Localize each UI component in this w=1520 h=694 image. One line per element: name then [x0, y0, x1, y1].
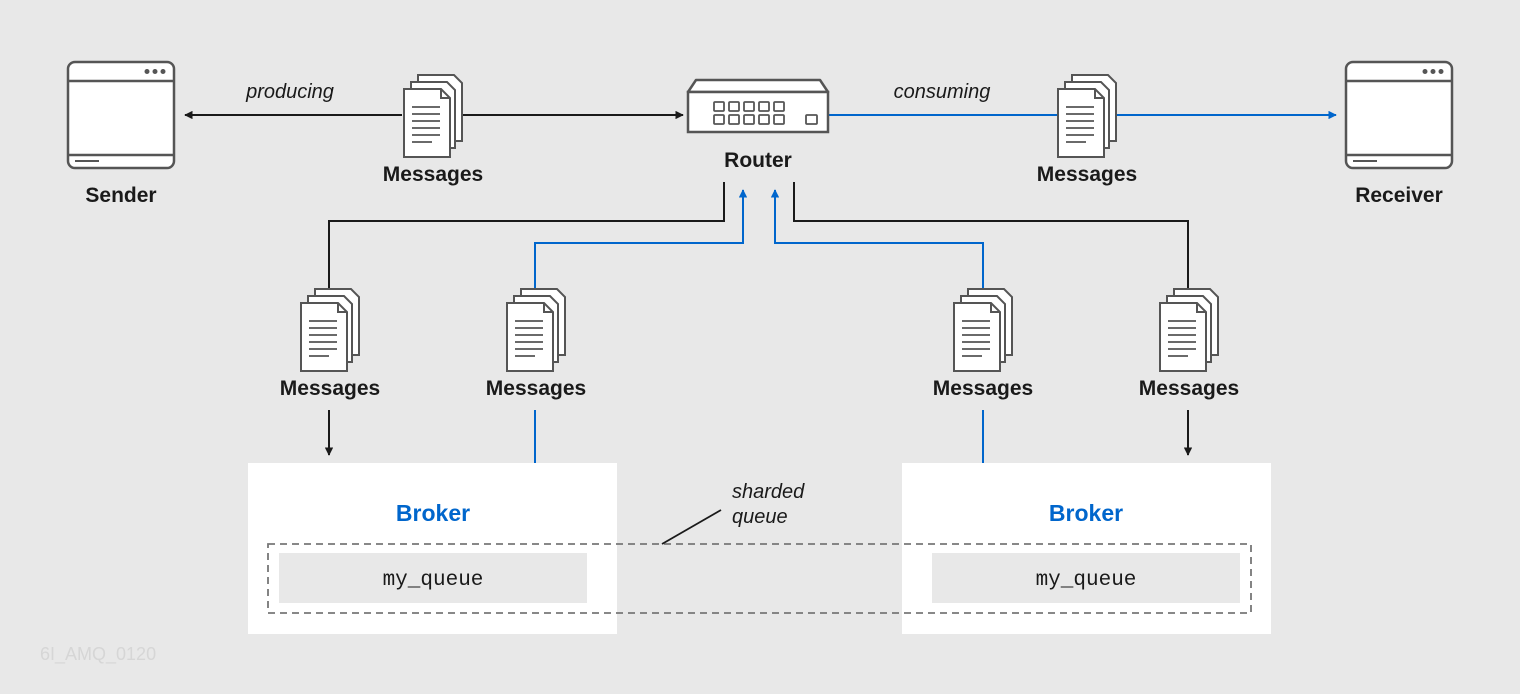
sharded-queue-pointer: [661, 509, 722, 545]
consuming-label: consuming: [894, 81, 991, 103]
router-node: Router: [686, 78, 830, 172]
messages-label: Messages: [383, 163, 483, 186]
network-router-icon: [686, 78, 830, 134]
app-window-icon: [66, 60, 176, 170]
broker-right: Broker my_queue: [902, 463, 1271, 634]
edge-router-to-broker-right: [793, 182, 1189, 290]
sharded-label-line2: queue: [732, 506, 788, 528]
messages-producing: Messages: [383, 74, 483, 186]
messages-label: Messages: [280, 377, 380, 400]
messages-label: Messages: [1139, 377, 1239, 400]
app-window-icon: [1344, 60, 1454, 170]
broker-label: Broker: [396, 500, 470, 526]
sharded-label-line1: sharded: [732, 481, 805, 503]
messages-from-broker-left: Messages: [486, 288, 586, 400]
sharded-queue-outline: [267, 543, 1252, 614]
sender-label: Sender: [85, 184, 156, 207]
messages-to-broker-left: Messages: [280, 288, 380, 400]
broker-left: Broker my_queue: [248, 463, 617, 634]
router-label: Router: [724, 149, 792, 172]
queue-name: my_queue: [383, 569, 484, 592]
document-stack-icon: [403, 74, 463, 158]
queue-box: [279, 553, 587, 603]
edge-router-to-broker-left: [328, 182, 725, 290]
messages-from-broker-right: Messages: [933, 288, 1033, 400]
sender-node: Sender: [66, 60, 176, 207]
messages-consuming: Messages: [1037, 74, 1137, 186]
messages-label: Messages: [1037, 163, 1137, 186]
broker-label: Broker: [1049, 500, 1123, 526]
messages-to-broker-right: Messages: [1139, 288, 1239, 400]
edge-broker-right-to-router: [770, 189, 984, 290]
producing-label: producing: [245, 81, 334, 103]
figure-id-watermark: 6I_AMQ_0120: [40, 644, 156, 665]
receiver-label: Receiver: [1355, 184, 1443, 207]
document-stack-icon: [506, 288, 566, 372]
document-stack-icon: [300, 288, 360, 372]
document-stack-icon: [1057, 74, 1117, 158]
edge-broker-left-to-router: [534, 189, 748, 290]
document-stack-icon: [1159, 288, 1219, 372]
messages-label: Messages: [486, 377, 586, 400]
queue-box: [932, 553, 1240, 603]
queue-name: my_queue: [1036, 569, 1137, 592]
messages-label: Messages: [933, 377, 1033, 400]
receiver-node: Receiver: [1344, 60, 1454, 207]
document-stack-icon: [953, 288, 1013, 372]
